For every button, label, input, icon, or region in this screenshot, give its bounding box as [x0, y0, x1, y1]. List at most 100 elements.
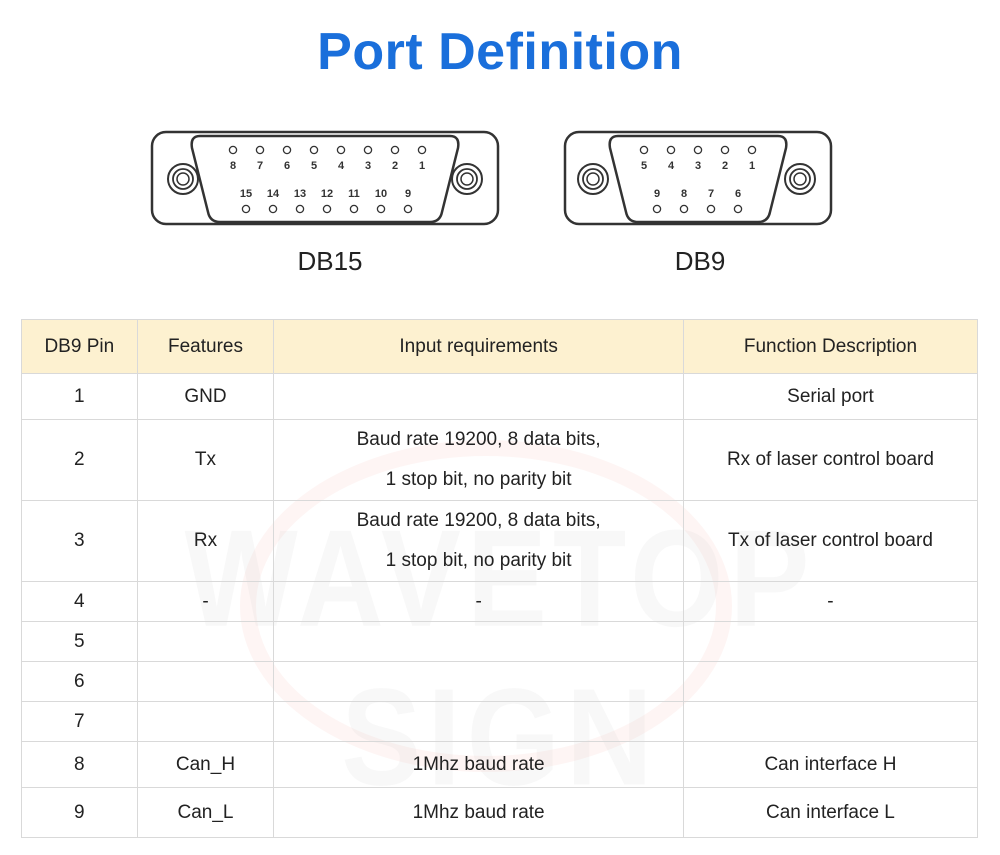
pin-number-label: 4	[338, 160, 345, 172]
header-function-description: Function Description	[682, 319, 979, 374]
table-row: 9 Can_L 1Mhz baud rate Can interface L	[21, 787, 979, 838]
pin-cell: 6	[21, 661, 138, 702]
function-cell	[682, 661, 979, 702]
pin-number-label: 6	[284, 160, 290, 172]
input-cell: 1Mhz baud rate	[273, 787, 684, 838]
pin-hole	[666, 145, 676, 155]
function-cell: Serial port	[682, 373, 979, 420]
input-cell: -	[273, 581, 684, 622]
function-cell: Can interface L	[682, 787, 979, 838]
table-row: 3 Rx Baud rate 19200, 8 data bits, 1 sto…	[21, 500, 979, 582]
db15-label: DB15	[297, 246, 363, 276]
table-row: 6	[21, 661, 979, 702]
pin-hole	[706, 204, 716, 214]
pin-number-label: 4	[668, 160, 675, 172]
function-cell	[682, 621, 979, 662]
pin-number-label: 2	[392, 160, 398, 172]
pin-number-label: 14	[267, 188, 280, 200]
input-cell: 1Mhz baud rate	[273, 741, 684, 788]
pin-cell: 9	[21, 787, 138, 838]
header-db9-pin: DB9 Pin	[21, 319, 138, 374]
table-row: 1 GND Serial port	[21, 373, 979, 420]
feature-cell: GND	[136, 373, 275, 420]
pin-cell: 7	[21, 701, 138, 742]
table-row: 5	[21, 621, 979, 662]
input-cell	[273, 621, 684, 662]
input-cell: Baud rate 19200, 8 data bits, 1 stop bit…	[273, 419, 684, 501]
pin-hole	[295, 204, 305, 214]
table-header-row: DB9 Pin Features Input requirements Func…	[21, 319, 979, 374]
pin-hole	[679, 204, 689, 214]
pin-number-label: 5	[641, 160, 647, 172]
pin-cell: 3	[21, 500, 138, 582]
feature-cell	[136, 701, 275, 742]
pin-number-label: 1	[419, 160, 425, 172]
table-row: 2 Tx Baud rate 19200, 8 data bits, 1 sto…	[21, 419, 979, 501]
function-cell	[682, 701, 979, 742]
function-cell: -	[682, 581, 979, 622]
function-cell: Tx of laser control board	[682, 500, 979, 582]
pin-hole	[349, 204, 359, 214]
pin-hole	[376, 204, 386, 214]
table-row: 7	[21, 701, 979, 742]
function-cell: Rx of laser control board	[682, 419, 979, 501]
input-line: 1 stop bit, no parity bit	[385, 550, 572, 571]
feature-cell: Tx	[136, 419, 275, 501]
function-cell: Can interface H	[682, 741, 979, 788]
pin-hole	[733, 204, 743, 214]
pin-number-label: 1	[749, 160, 755, 172]
pin-number-label: 3	[695, 160, 701, 172]
header-features: Features	[136, 319, 275, 374]
pin-number-label: 5	[311, 160, 317, 172]
pin-number-label: 9	[405, 188, 411, 200]
input-line: Baud rate 19200, 8 data bits,	[356, 510, 601, 531]
pin-hole	[309, 145, 319, 155]
feature-cell: Rx	[136, 500, 275, 582]
pin-hole	[390, 145, 400, 155]
pin-hole	[255, 145, 265, 155]
pin-number-label: 3	[365, 160, 371, 172]
feature-cell	[136, 661, 275, 702]
pin-cell: 4	[21, 581, 138, 622]
pin-cell: 5	[21, 621, 138, 662]
pin-hole	[322, 204, 332, 214]
pin-hole	[228, 145, 238, 155]
input-cell: Baud rate 19200, 8 data bits, 1 stop bit…	[273, 500, 684, 582]
pin-number-label: 10	[375, 188, 387, 200]
pin-number-label: 6	[735, 188, 741, 200]
pin-hole	[282, 145, 292, 155]
pin-hole	[652, 204, 662, 214]
table-row: 8 Can_H 1Mhz baud rate Can interface H	[21, 741, 979, 788]
db9-label: DB9	[674, 246, 726, 276]
feature-cell: Can_H	[136, 741, 275, 788]
pin-number-label: 13	[294, 188, 306, 200]
pin-hole	[336, 145, 346, 155]
pin-number-label: 7	[708, 188, 714, 200]
pin-hole	[747, 145, 757, 155]
pin-hole	[720, 145, 730, 155]
pin-hole	[268, 204, 278, 214]
pin-cell: 1	[21, 373, 138, 420]
pin-number-label: 2	[722, 160, 728, 172]
feature-cell: -	[136, 581, 275, 622]
pin-hole	[241, 204, 251, 214]
pin-number-label: 15	[240, 188, 252, 200]
input-line: 1 stop bit, no parity bit	[385, 469, 572, 490]
port-definition-table: DB9 Pin Features Input requirements Func…	[21, 319, 979, 838]
input-cell	[273, 373, 684, 420]
pin-number-label: 7	[257, 160, 263, 172]
pin-hole	[417, 145, 427, 155]
table-row: 4 - - -	[21, 581, 979, 622]
pin-hole	[403, 204, 413, 214]
pin-number-label: 8	[681, 188, 687, 200]
pin-number-label: 11	[348, 188, 360, 200]
pin-number-label: 12	[321, 188, 333, 200]
header-input-requirements: Input requirements	[273, 319, 684, 374]
pin-hole	[639, 145, 649, 155]
feature-cell: Can_L	[136, 787, 275, 838]
mounting-screw-left	[167, 163, 199, 195]
